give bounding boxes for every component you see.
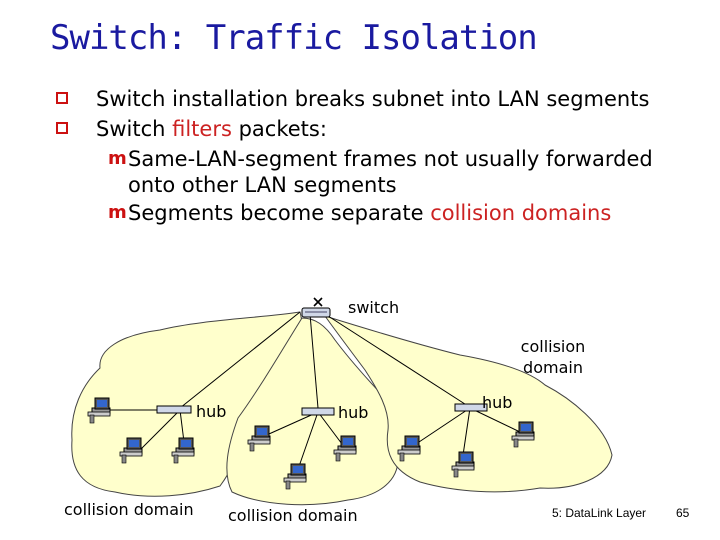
hub-left-label: hub bbox=[196, 402, 227, 421]
sub-bullet-icon: m bbox=[108, 202, 127, 223]
hub-middle-icon bbox=[301, 407, 335, 416]
sub-bullet-icon: m bbox=[108, 148, 127, 169]
bullet-text-post: packets: bbox=[231, 117, 327, 141]
sub-bullet-item-1: m Same-LAN-segment frames not usually fo… bbox=[52, 146, 692, 198]
footer-chapter: 5: DataLink Layer bbox=[552, 506, 647, 520]
sub-bullet-highlight: collision domains bbox=[430, 201, 612, 225]
collision-domain-label-left: collision domain bbox=[64, 500, 194, 519]
bullet-item-1: Switch installation breaks subnet into L… bbox=[52, 86, 692, 112]
switch-icon bbox=[301, 297, 331, 318]
page-title: Switch: Traffic Isolation bbox=[50, 18, 538, 58]
bullet-item-2: Switch filters packets: bbox=[52, 116, 692, 142]
footer-page-number: 65 bbox=[676, 506, 690, 520]
square-bullet-icon bbox=[56, 92, 68, 104]
collision-domain-label-middle: collision domain bbox=[228, 506, 358, 525]
hub-right-icon bbox=[454, 403, 488, 412]
bullet-highlight: filters bbox=[172, 117, 232, 141]
hub-right-label: hub bbox=[482, 393, 513, 412]
hub-middle-label: hub bbox=[338, 403, 369, 422]
sub-bullet-text-pre: Segments become separate bbox=[128, 201, 431, 225]
switch-label: switch bbox=[348, 298, 400, 317]
bullet-text-pre: Switch bbox=[96, 117, 173, 141]
bullet-text: Switch installation breaks subnet into L… bbox=[96, 87, 650, 111]
square-bullet-icon bbox=[56, 122, 68, 134]
bullet-list: Switch installation breaks subnet into L… bbox=[52, 86, 692, 228]
sub-bullet-item-2: m Segments become separate collision dom… bbox=[52, 200, 692, 226]
collision-domain-label-right: collision domain bbox=[520, 337, 586, 377]
hub-left-icon bbox=[156, 405, 192, 414]
sub-bullet-text: Same-LAN-segment frames not usually forw… bbox=[128, 147, 653, 197]
